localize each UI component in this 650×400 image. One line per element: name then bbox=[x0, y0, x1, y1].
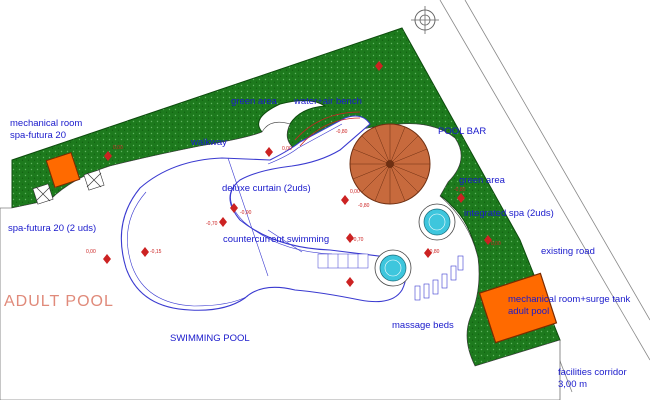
north-arrow-icon bbox=[411, 6, 439, 34]
level-marker-icon bbox=[219, 217, 227, 227]
level-text: -0,90 bbox=[240, 210, 252, 216]
mechanical-room-spa bbox=[45, 152, 81, 188]
label-existing-road: existing road bbox=[541, 246, 595, 257]
level-text: -0,80 bbox=[358, 203, 370, 209]
label-spa-futura-20: spa-futura 20 bbox=[10, 130, 66, 141]
level-text: -0,70 bbox=[206, 221, 218, 227]
level-text: 0,00 bbox=[113, 145, 123, 151]
level-text: -0,80 bbox=[336, 129, 348, 135]
label-spa-futura-20-2uds: spa-futura 20 (2 uds) bbox=[8, 223, 96, 234]
level-marker-icon bbox=[230, 203, 238, 213]
label-massage-beds: massage beds bbox=[392, 320, 454, 331]
level-marker-icon bbox=[341, 195, 349, 205]
pool-stairs bbox=[317, 253, 369, 269]
level-marker-icon bbox=[104, 151, 112, 161]
label-mechanical-room-surge: mechanical room+surge tank bbox=[508, 294, 630, 305]
level-text: -0,70 bbox=[352, 237, 364, 243]
level-text: 0,00 bbox=[491, 241, 501, 247]
level-markers bbox=[103, 61, 492, 287]
level-text: 0,00 bbox=[282, 146, 292, 152]
level-marker-icon bbox=[141, 247, 149, 257]
pool-bar-roof bbox=[349, 123, 431, 205]
label-green-area-right: green area bbox=[459, 175, 506, 186]
label-facilities-corridor: facilities corridor bbox=[558, 367, 627, 378]
level-marker-icon bbox=[484, 235, 492, 245]
label-corridor-width: 3,00 m bbox=[558, 379, 587, 390]
label-walkway: walkway bbox=[190, 137, 227, 148]
level-marker-icon bbox=[346, 277, 354, 287]
label-adult-pool: ADULT POOL bbox=[4, 293, 114, 310]
integrated-spa-1 bbox=[418, 203, 456, 241]
level-marker-icon bbox=[265, 147, 273, 157]
label-integrated-spa: integrated spa (2uds) bbox=[464, 208, 554, 219]
label-deluxe-curtain: deluxe curtain (2uds) bbox=[222, 183, 311, 194]
label-swimming-pool: SWIMMING POOL bbox=[170, 333, 250, 344]
level-marker-icon bbox=[457, 193, 465, 203]
label-mechanical-room-spa: mechanical room bbox=[10, 118, 82, 129]
level-marker-icon bbox=[103, 254, 111, 264]
level-text: -0,15 bbox=[150, 249, 162, 255]
spa-futura-unit-1 bbox=[32, 183, 54, 205]
label-pool-bar: POOL BAR bbox=[438, 126, 486, 137]
label-green-area-top: green area bbox=[231, 96, 278, 107]
countercurrent-lines bbox=[227, 157, 303, 277]
level-text: 0,00 bbox=[86, 249, 96, 255]
mechanical-room-surge bbox=[478, 272, 558, 344]
level-text: 0,00 bbox=[350, 189, 360, 195]
massage-beds bbox=[414, 255, 464, 301]
level-text: -0,80 bbox=[454, 187, 466, 193]
integrated-spa-2 bbox=[374, 249, 412, 287]
label-adult-pool-small: adult pool bbox=[508, 306, 549, 317]
label-water-air-bench: water+air bench bbox=[293, 96, 362, 107]
level-marker-icon bbox=[346, 233, 354, 243]
water-air-bench bbox=[294, 111, 361, 147]
spa-futura-unit-2 bbox=[83, 169, 105, 191]
label-countercurrent: countercurrent swimming bbox=[223, 234, 329, 245]
level-marker-icon bbox=[375, 61, 383, 71]
level-text: -0,80 bbox=[428, 249, 440, 255]
level-marker-icon bbox=[424, 248, 432, 258]
